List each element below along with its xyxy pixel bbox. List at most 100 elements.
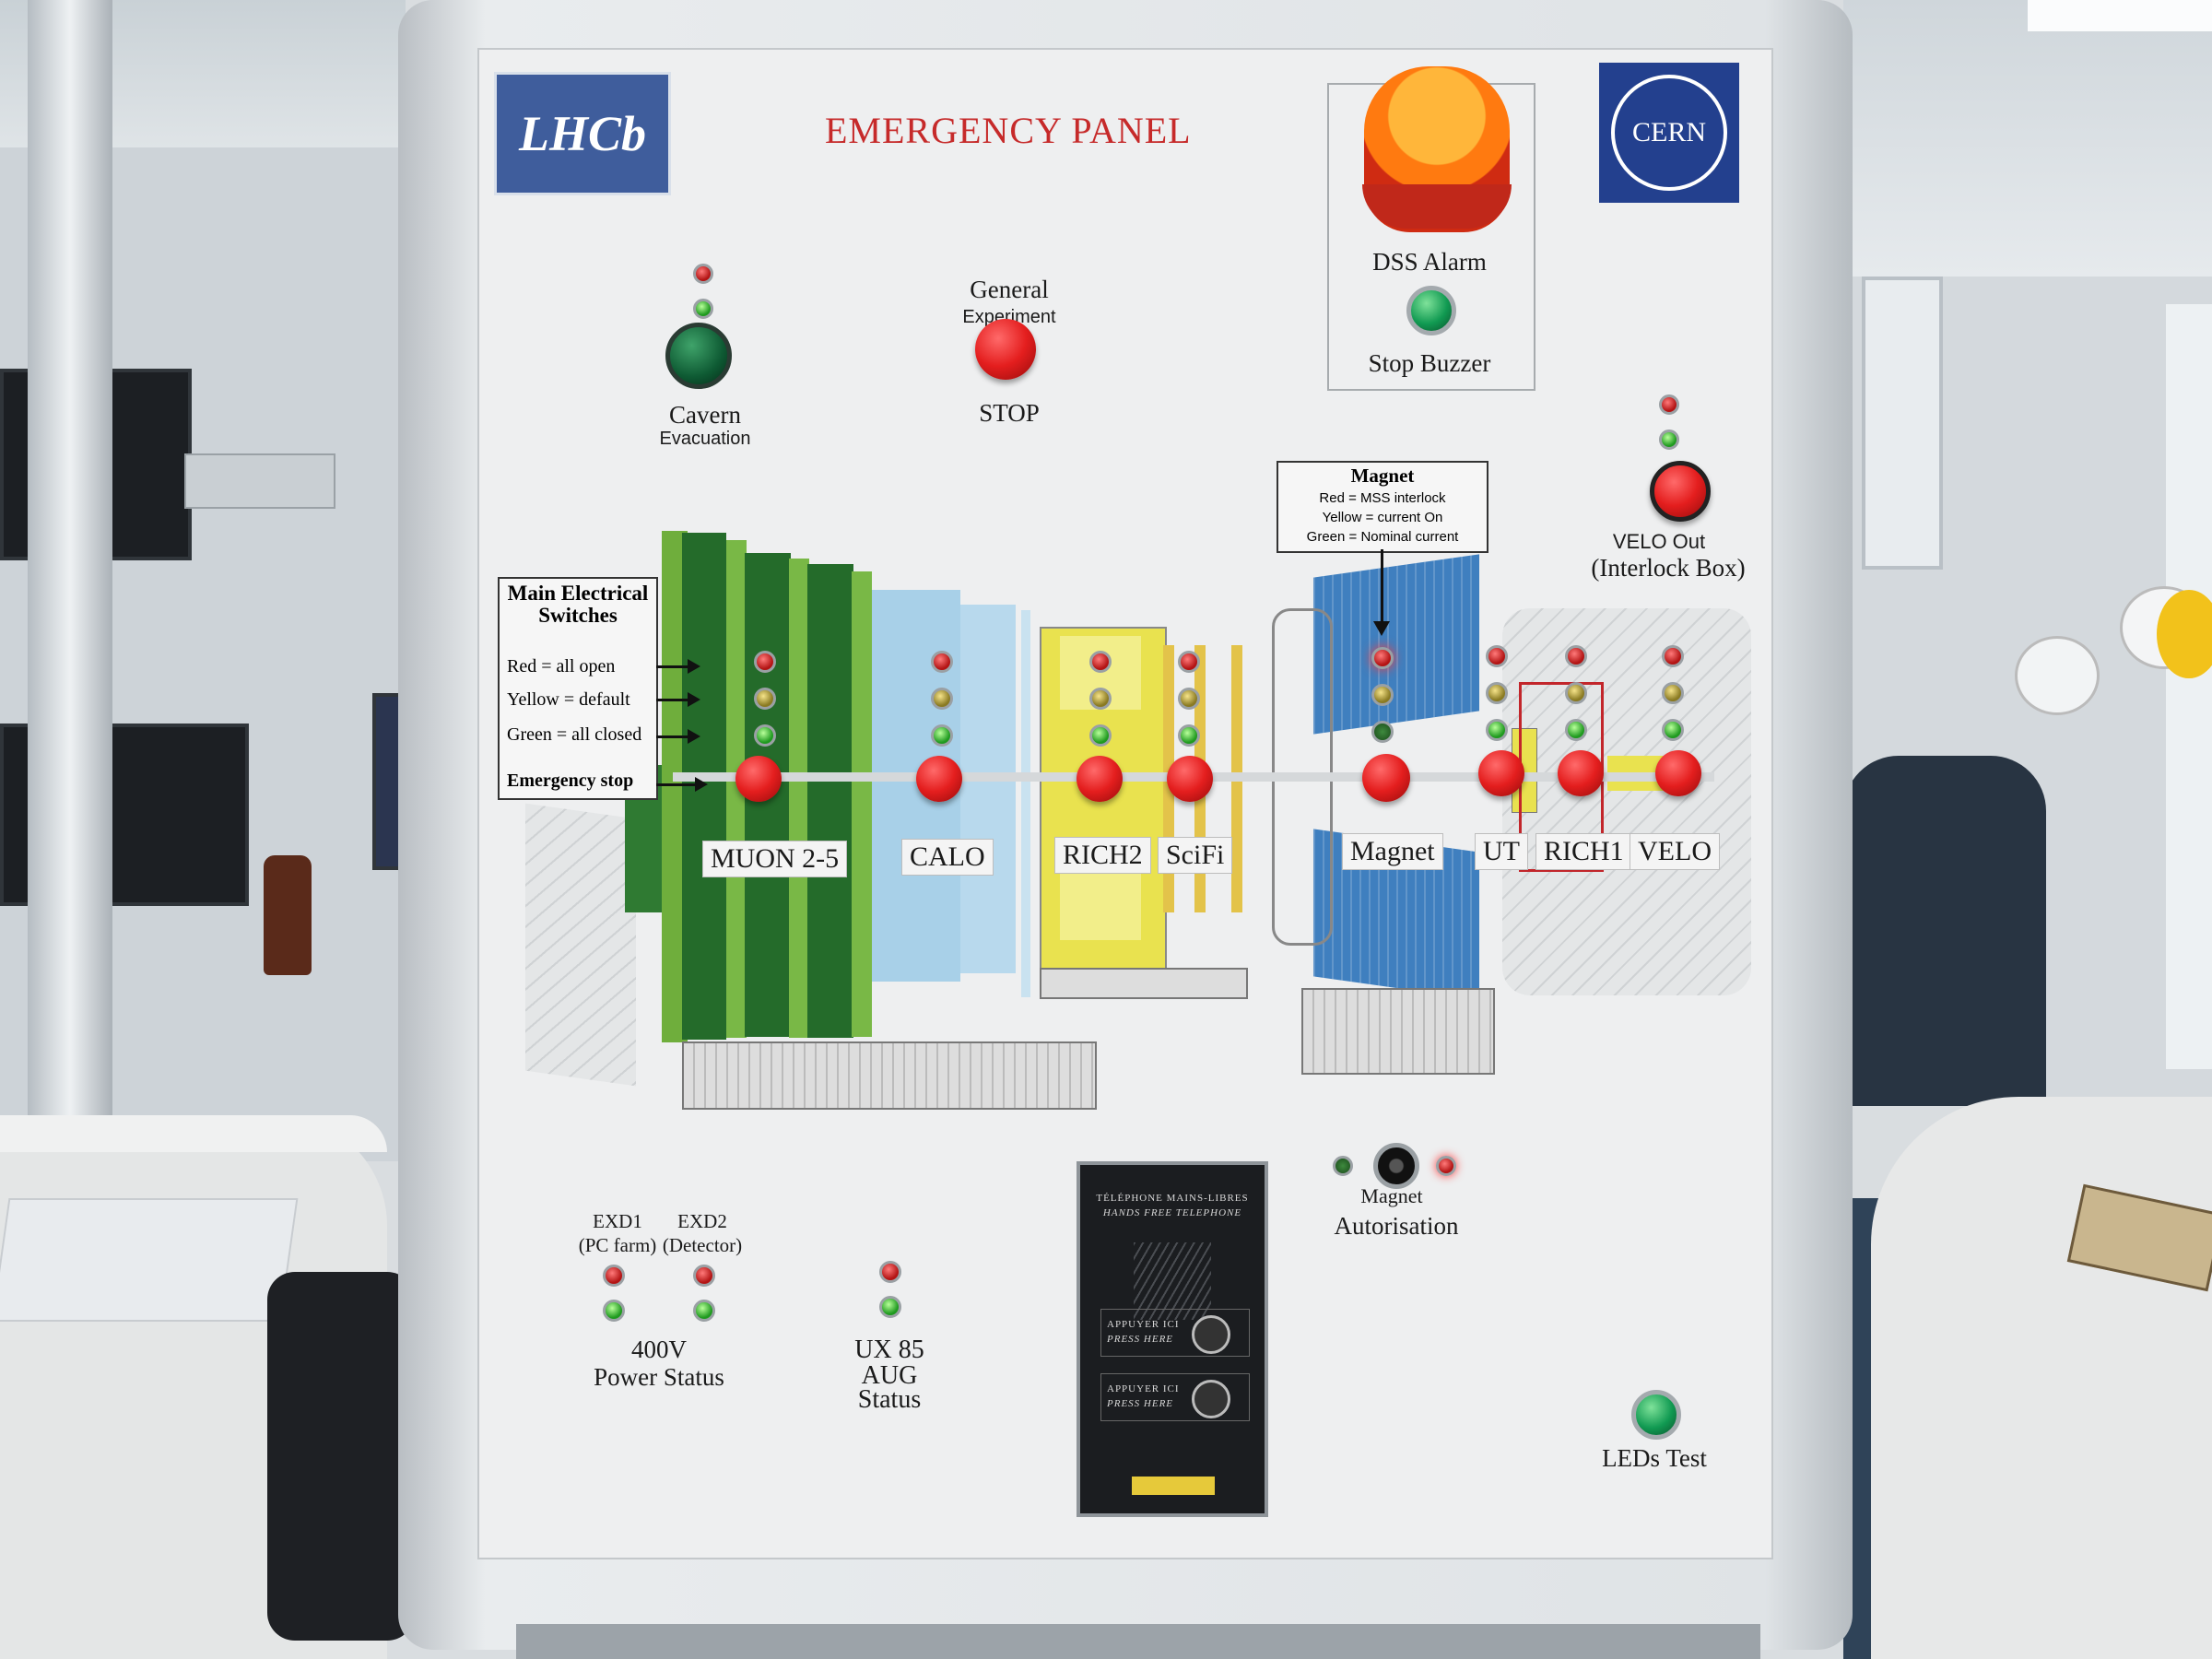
cern-logo: CERN [1599, 63, 1739, 203]
phone-subtitle: HANDS FREE TELEPHONE [1102, 1207, 1242, 1218]
legend-emergency-stop: Emergency stop [507, 771, 634, 791]
cavern-wall-right [1502, 608, 1751, 995]
muon-led-red [754, 651, 776, 673]
detector-label-rich1: RICH1 [1535, 833, 1632, 870]
phone-call-button-1[interactable] [1192, 1315, 1230, 1354]
velo-out-button[interactable] [1650, 461, 1711, 522]
experiment-label: Experiment [962, 307, 1056, 327]
evacuation-label: Evacuation [659, 429, 751, 449]
rich2-led-green [1089, 724, 1112, 747]
detector-label-rich2: RICH2 [1054, 837, 1151, 874]
magnet-upper-coil [1313, 554, 1479, 735]
main-switches-title-2: Switches [538, 604, 618, 627]
stop-buzzer-label: Stop Buzzer [1368, 349, 1491, 377]
legend-yellow: Yellow = default [507, 689, 630, 710]
calo-ps [1021, 610, 1030, 997]
muon-emergency-stop-button[interactable] [735, 756, 782, 802]
magnet-emergency-stop-button[interactable] [1362, 754, 1410, 802]
velo-led-red [1662, 645, 1684, 667]
calo-led-green [931, 724, 953, 747]
ut-emergency-stop-button[interactable] [1478, 750, 1524, 796]
rich1-led-red [1565, 645, 1587, 667]
magnet-led-green [1371, 721, 1394, 743]
exd2-label: EXD2 [677, 1210, 727, 1232]
cern-logo-ring [1611, 75, 1727, 191]
magnet-legend-title: Magnet [1350, 465, 1415, 487]
cavern-wall-left [525, 803, 636, 1087]
magnet-autorisation-key-switch[interactable] [1373, 1143, 1419, 1189]
calo-emergency-stop-button[interactable] [916, 756, 962, 802]
detector-label-velo: VELO [1630, 833, 1720, 870]
main-switches-legend: Main Electrical Switches Red = all open … [498, 577, 658, 800]
monitor-arm [184, 453, 335, 509]
helmet-white-1 [2015, 636, 2100, 715]
legend-green: Green = all closed [507, 724, 642, 745]
rich1-emergency-stop-button[interactable] [1558, 750, 1604, 796]
exd2-led-red [693, 1265, 715, 1287]
magnet-arrow-line [1381, 549, 1383, 623]
power-400v-label: 400V [631, 1335, 687, 1363]
aug-label: AUG [861, 1361, 918, 1390]
magnet-led-red [1371, 647, 1394, 669]
exd2-led-green [693, 1300, 715, 1322]
leds-test-button[interactable] [1631, 1390, 1681, 1440]
ut-led-red [1486, 645, 1508, 667]
aug-led-green [879, 1296, 901, 1318]
rich1-led-green [1565, 719, 1587, 741]
muon-led-green [754, 724, 776, 747]
scifi-emergency-stop-button[interactable] [1167, 756, 1213, 802]
detector-label-muon: MUON 2-5 [702, 841, 848, 877]
document-folder [0, 1198, 299, 1322]
phone-button-row-2: APPUYER ICI PRESS HERE [1100, 1373, 1250, 1421]
interlock-box-label: (Interlock Box) [1591, 554, 1746, 582]
cern-logo-text: CERN [1631, 117, 1706, 147]
muon-led-yellow [754, 688, 776, 710]
rich2-led-yellow [1089, 688, 1112, 710]
general-experiment-stop-button[interactable] [975, 319, 1036, 380]
helmet-yellow [2157, 590, 2212, 678]
magnet-auth-led-red [1436, 1156, 1456, 1176]
legend-red: Red = all open [507, 656, 616, 677]
phone-title: TÉLÉPHONE MAINS-LIBRES [1096, 1193, 1249, 1204]
scifi-led-red [1178, 651, 1200, 673]
rich2-emergency-stop-button[interactable] [1077, 756, 1123, 802]
dss-alarm-beacon-base [1362, 184, 1512, 229]
person [1843, 756, 2046, 1106]
magnet-legend-yellow: Yellow = current On [1322, 510, 1443, 525]
muon-support [682, 1041, 1097, 1110]
detector-label-ut: UT [1475, 833, 1528, 870]
cavern-led-green [693, 299, 713, 319]
bag [267, 1272, 415, 1641]
ceiling-right [1843, 0, 2212, 276]
phone-btn1-sublabel: PRESS HERE [1107, 1334, 1174, 1345]
support-pole [28, 0, 112, 1161]
stop-buzzer-button[interactable] [1406, 286, 1456, 335]
cavern-evacuation-button[interactable] [665, 323, 732, 389]
magnet-auth-led-green [1333, 1156, 1353, 1176]
scifi-led-green [1178, 724, 1200, 747]
exd1-label: EXD1 [593, 1210, 642, 1232]
desk-left-top [0, 1115, 387, 1152]
muon-m4-outer [789, 559, 809, 1038]
detector-label-magnet: Magnet [1342, 833, 1443, 870]
phone-call-button-2[interactable] [1192, 1380, 1230, 1418]
phone-btn1-label: APPUYER ICI [1107, 1319, 1180, 1330]
bottle [264, 855, 312, 975]
phone-btn2-label: APPUYER ICI [1107, 1383, 1180, 1394]
ut-led-yellow [1486, 682, 1508, 704]
velo-emergency-stop-button[interactable] [1655, 750, 1701, 796]
arrow-red [656, 659, 700, 674]
window-far-right [2166, 304, 2212, 1069]
dss-alarm-label: DSS Alarm [1372, 248, 1487, 276]
panel-title: EMERGENCY PANEL [825, 110, 1192, 151]
lhcb-logo: LHCb [494, 72, 671, 195]
magnet-legend-green: Green = Nominal current [1306, 529, 1459, 545]
magnet-legend-red: Red = MSS interlock [1319, 490, 1446, 506]
scifi-led-yellow [1178, 688, 1200, 710]
leds-test-label: LEDs Test [1602, 1444, 1707, 1472]
ceiling-light [2028, 0, 2212, 31]
ut-led-green [1486, 719, 1508, 741]
phone-btn2-sublabel: PRESS HERE [1107, 1398, 1174, 1409]
cabinet-base [516, 1624, 1760, 1659]
